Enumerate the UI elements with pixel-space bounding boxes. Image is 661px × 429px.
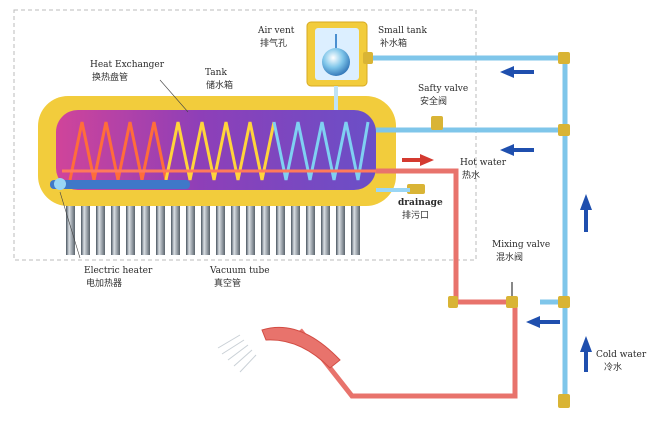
electric-heater-label: Electric heater xyxy=(84,266,153,276)
electric-heater-label-cn: 电加热器 xyxy=(86,279,123,289)
heat-exchanger-label-cn: 换热盘管 xyxy=(92,73,129,83)
mixing-valve-label-cn: 混水阀 xyxy=(496,253,524,263)
heat-exchanger-coil-cool xyxy=(272,121,370,181)
heat-exchanger-label: Heat Exchanger xyxy=(90,60,165,70)
small-tank-ball xyxy=(322,48,350,76)
safety-valve-label: Safty valve xyxy=(418,84,469,94)
electric-heater-end xyxy=(54,178,66,190)
frame-dashed xyxy=(13,9,477,261)
shower-head xyxy=(261,326,341,369)
drainage-label: drainage xyxy=(398,198,443,208)
arrow-up-1 xyxy=(580,194,592,232)
vacuum-tube-label-cn: 真空管 xyxy=(214,279,242,289)
mixing-valve-label: Mixing valve xyxy=(492,240,551,250)
hot-water-label: Hot water xyxy=(460,158,507,168)
small-tank-label: Small tank xyxy=(378,26,427,36)
arrow-left-2 xyxy=(500,144,534,156)
cold-water-label: Cold water xyxy=(596,350,647,360)
valves xyxy=(363,52,570,408)
blue-arrows xyxy=(500,66,592,372)
heat-exchanger-coil-warm xyxy=(164,121,276,181)
drainage-label-cn: 排污口 xyxy=(402,211,430,221)
tank-label: Tank xyxy=(205,68,227,78)
air-vent-label: Air vent xyxy=(258,26,295,36)
arrow-left-3 xyxy=(526,316,560,328)
arrow-left-1 xyxy=(500,66,534,78)
electric-heater xyxy=(50,180,190,189)
small-tank-label-cn: 补水箱 xyxy=(380,39,408,49)
cold-pipes xyxy=(367,55,568,408)
hot-water-label-cn: 热水 xyxy=(462,171,481,181)
vacuum-tube-label: Vacuum tube xyxy=(210,266,270,276)
cold-water-label-cn: 冷水 xyxy=(604,363,623,373)
air-vent-label-cn: 排气孔 xyxy=(260,39,288,49)
shower-spray xyxy=(217,334,257,373)
arrow-up-2 xyxy=(580,336,592,372)
arrow-right-red xyxy=(402,154,434,166)
safety-valve-label-cn: 安全阀 xyxy=(420,97,448,107)
tank-label-cn: 储水箱 xyxy=(206,81,234,91)
vacuum-tubes xyxy=(66,190,360,255)
